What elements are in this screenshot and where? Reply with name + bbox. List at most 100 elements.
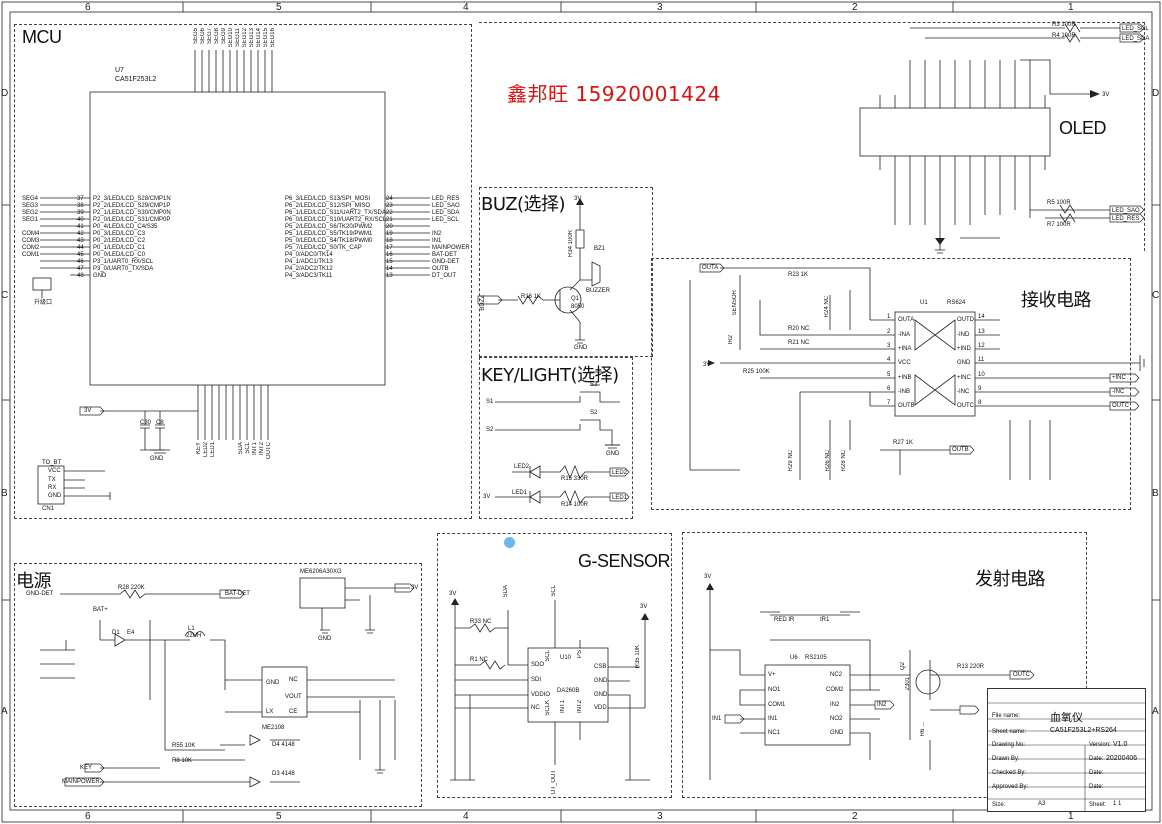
- receiver-pin-gnd: GND: [957, 360, 971, 366]
- receiver-pinnum-1: 1: [887, 314, 891, 320]
- mcu-pin-44: 44: [77, 245, 84, 251]
- transmitter-pin-vplus: V+: [768, 672, 776, 678]
- mcu-pin-21: 21: [386, 217, 393, 223]
- transmitter-pin-nc1: NC1: [768, 730, 781, 736]
- tb-value-date: 20200406: [1106, 755, 1138, 762]
- light-net-led2: LED2: [612, 470, 628, 476]
- row-letter-d: D: [1, 88, 9, 99]
- power-d4: D4 4148: [272, 742, 295, 748]
- receiver-pinnum-4: 4: [887, 357, 891, 363]
- tb-value-sheet-name: CA51F253L2+RS264: [1050, 727, 1117, 734]
- mcu-func-right-8: P5_7/LED/LCD_S0/TK_CAP: [285, 245, 362, 251]
- col-number-4: 4: [463, 2, 469, 13]
- mcu-net-led-scl: LED_SCL: [432, 217, 459, 223]
- oled-r7: R7 100R: [1047, 222, 1071, 228]
- receiver-pinnum-9: 9: [978, 386, 982, 392]
- gsensor-pin-int2: INT2: [577, 700, 583, 714]
- power-pin-gnd: GND: [266, 680, 280, 686]
- transmitter-title: 发射电路: [975, 569, 1046, 590]
- receiver-pinnum-13: 13: [978, 329, 985, 335]
- receiver-pinnum-10: 10: [978, 372, 985, 378]
- col-number-3: 3: [657, 2, 663, 13]
- gsensor-block: [437, 533, 672, 798]
- contact-note: 鑫邦旺 15920001424: [507, 82, 721, 106]
- col-number-3-bottom: 3: [657, 811, 663, 822]
- mcu-left-net-4: SEG1: [22, 217, 39, 223]
- mcu-func-left-3: P2_1/LED/LCD_S30/CMP0N: [93, 210, 171, 216]
- col-number-5: 5: [276, 2, 282, 13]
- receiver-pin-outd: OUTD: [957, 317, 974, 323]
- receiver-r29: R29 NC: [788, 450, 794, 472]
- mcu-func-right-10: P4_1/ADC1/TK13: [285, 259, 333, 265]
- power-e4: E4: [127, 630, 135, 636]
- row-letter-a-right: A: [1152, 706, 1159, 717]
- power-r55: R55 10K: [172, 743, 196, 749]
- row-letter-d-right: D: [1152, 88, 1160, 99]
- receiver-pin-outc: OUTC: [957, 403, 974, 409]
- oled-net-scl: LED_SCL: [1122, 26, 1149, 32]
- key-light-block: [479, 357, 633, 519]
- gsensor-pin-nc: NC: [531, 705, 540, 711]
- row-letter-c-right: C: [1152, 290, 1160, 301]
- receiver-pin-inc-pos: +INC: [957, 375, 971, 381]
- power-net-key: KEY: [80, 765, 93, 771]
- light-led2: LED2: [514, 464, 530, 470]
- mcu-ref: U7: [115, 67, 124, 74]
- power-net-3v: 3V: [411, 585, 419, 591]
- receiver-pin-inc-neg: -INC: [957, 389, 970, 395]
- mcu-func-right-7: P5_0/LED/LCD_S4/TK18/PWM0: [285, 238, 373, 244]
- transmitter-rail: 3V: [704, 574, 712, 580]
- light-rail: 3V: [483, 494, 491, 500]
- tb-value-size: A3: [1038, 801, 1046, 807]
- mcu-top-net-10: SEG14: [256, 28, 262, 48]
- receiver-r27: R27 1K: [893, 440, 914, 446]
- receiver-pinnum-12: 12: [978, 343, 985, 349]
- power-bat-plus: BAT+: [93, 607, 108, 613]
- gsensor-rail-left: 3V: [449, 591, 457, 597]
- mcu-net-outb: OUTB: [432, 266, 449, 272]
- light-led1: LED1: [512, 490, 528, 496]
- col-number-1-bottom: 1: [1068, 811, 1074, 822]
- receiver-r23: R23 1K: [788, 272, 809, 278]
- col-number-1: 1: [1068, 2, 1074, 13]
- receiver-chip-name: RS624: [947, 300, 966, 306]
- gsensor-r35: R35 10K: [635, 645, 641, 669]
- mcu-func-left-5: P0_4/LED/LCD_C4/S35: [93, 224, 158, 230]
- mcu-func-left-8: P0_1/LED/LCD_C1: [93, 245, 146, 251]
- gsensor-pin-sclk: SCLK: [545, 700, 551, 716]
- prog-header-label: TO_BT: [42, 460, 62, 466]
- mcu-func-right-9: P4_0/ADC0/TK14: [285, 252, 333, 258]
- upgrade-port-label: 升级口: [34, 299, 53, 306]
- receiver-pin-inb-neg: -INB: [898, 389, 910, 395]
- power-pin-nc: NC: [289, 677, 298, 683]
- light-r14: R14 100R: [561, 502, 589, 508]
- mcu-pin-24: 24: [386, 196, 393, 202]
- buzzer-r34: R34 100R: [568, 230, 574, 258]
- mcu-func-right-12: P4_3/ADC3/TK11: [285, 273, 333, 279]
- power-pin-ce: CE: [289, 709, 298, 715]
- mcu-top-net-7: SEG11: [235, 28, 241, 47]
- mcu-pin-38: 38: [77, 203, 84, 209]
- receiver-net-inc-pos: +INC: [1112, 375, 1126, 381]
- title-block-grid: [988, 702, 1145, 811]
- oled-net-sda: LED_SDA: [1122, 36, 1150, 42]
- mcu-func-right-5: P5_2/LED/LCD_S6/TK20/PWM2: [285, 224, 373, 230]
- mcu-top-net-12: SEG16: [270, 28, 276, 48]
- mcu-vdd-net: 3V: [84, 408, 92, 414]
- mcu-title: MCU: [22, 27, 62, 47]
- light-r15: R15 330R: [561, 476, 589, 482]
- transmitter-block: [682, 532, 1087, 798]
- tb-label-version: Version:: [1089, 742, 1111, 748]
- gsensor-chip-ref: U10: [560, 655, 572, 661]
- mcu-net-led-sao: LED_SAO: [432, 203, 460, 209]
- transmitter-q2: Q2: [900, 662, 906, 671]
- transmitter-r6: R6 ...: [920, 722, 926, 737]
- oled-net-res: LED_RES: [1112, 216, 1140, 222]
- gsensor-pin-ps: PS: [577, 650, 583, 659]
- mcu-bottom-net-outc: OUTC: [266, 442, 272, 459]
- receiver-title: 接收电路: [1021, 290, 1092, 311]
- row-letter-a: A: [1, 706, 8, 717]
- transmitter-pin-com2: COM2: [826, 687, 844, 693]
- mcu-func-left-4: P2_0/LED/LCD_S31/CMP0P: [93, 217, 171, 223]
- power-pin-vout: VOUT: [285, 694, 302, 700]
